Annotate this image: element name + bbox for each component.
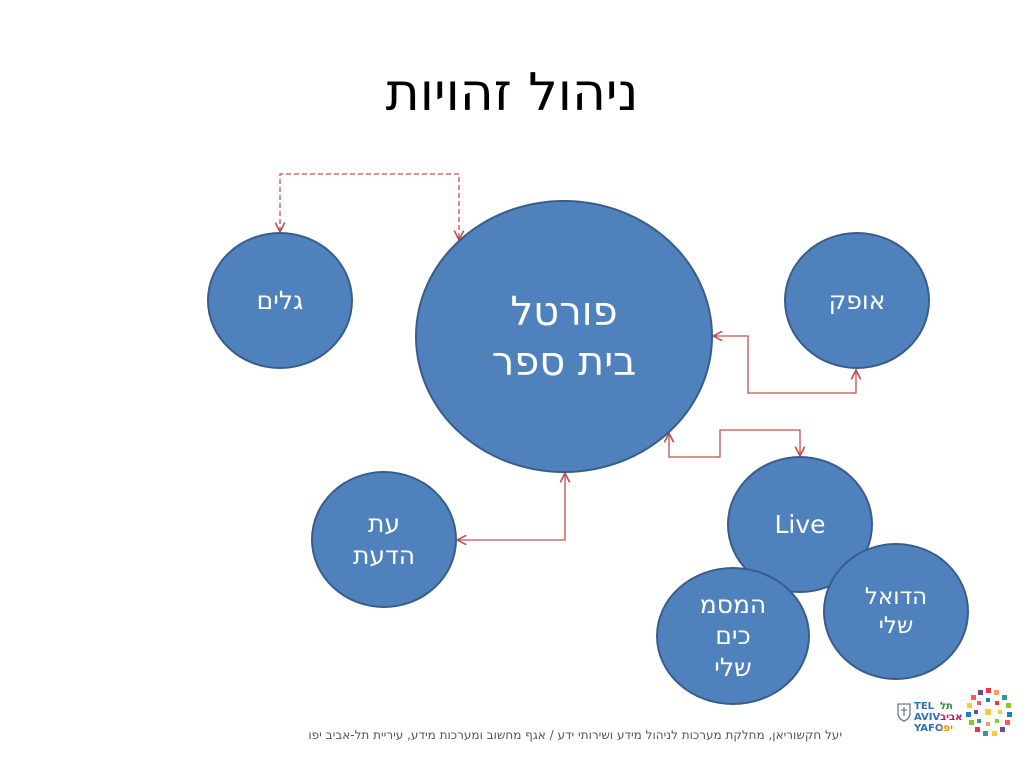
node-galim: גלים	[207, 232, 353, 369]
node-et-hadaat: עת הדעת	[311, 471, 457, 608]
node-hadoar-line-2: שלי	[878, 612, 914, 639]
municipality-emblem-icon	[897, 703, 911, 722]
logo-text-yafo-he: יפו	[940, 723, 953, 734]
connector-galim-portal	[280, 173, 459, 240]
logo-text-tel: TEL	[914, 701, 935, 712]
node-hadoar-line-1: הדואל	[864, 583, 928, 610]
node-portal-line-1: פורטל	[510, 288, 618, 335]
node-live: Live	[727, 456, 873, 593]
node-portal: פורטל בית ספר	[415, 200, 713, 473]
slide-title: ניהול זהויות	[385, 63, 639, 123]
connector-portal-live	[669, 429, 800, 458]
logo-mosaic-icon	[966, 688, 1012, 736]
node-portal-line-2: בית ספר	[491, 338, 637, 385]
node-hamismachim-line-3: שלי	[714, 652, 752, 682]
slide-footer: יעל חקשוריאן, מחלקת מערכות לניהול מידע ו…	[308, 728, 842, 742]
node-galim-label: גלים	[256, 285, 304, 315]
node-et-hadaat-line-1: עת	[367, 509, 401, 539]
logo-text-aviv: AVIV	[914, 712, 941, 723]
logo-text-aviv-he: אביב	[940, 712, 963, 723]
node-hamismachim-line-2: כים	[715, 621, 751, 651]
node-live-label: Live	[774, 509, 826, 539]
node-hamismachim: המסמ כים שלי	[656, 567, 810, 705]
node-hadoar: הדואל שלי	[823, 543, 969, 680]
tel-aviv-yafo-logo: TEL AVIV YAFO תל אביב יפו	[896, 686, 1014, 740]
node-et-hadaat-line-2: הדעת	[352, 540, 416, 570]
logo-text-yafo: YAFO	[914, 723, 944, 734]
node-ofek-label: אופק	[828, 285, 886, 315]
node-ofek: אופק	[784, 232, 930, 369]
connector-portal-et-hadaat	[457, 473, 565, 540]
node-hamismachim-line-1: המסמ	[699, 590, 767, 620]
logo-text-tel-he: תל	[940, 701, 953, 712]
connector-portal-ofek	[713, 336, 856, 394]
